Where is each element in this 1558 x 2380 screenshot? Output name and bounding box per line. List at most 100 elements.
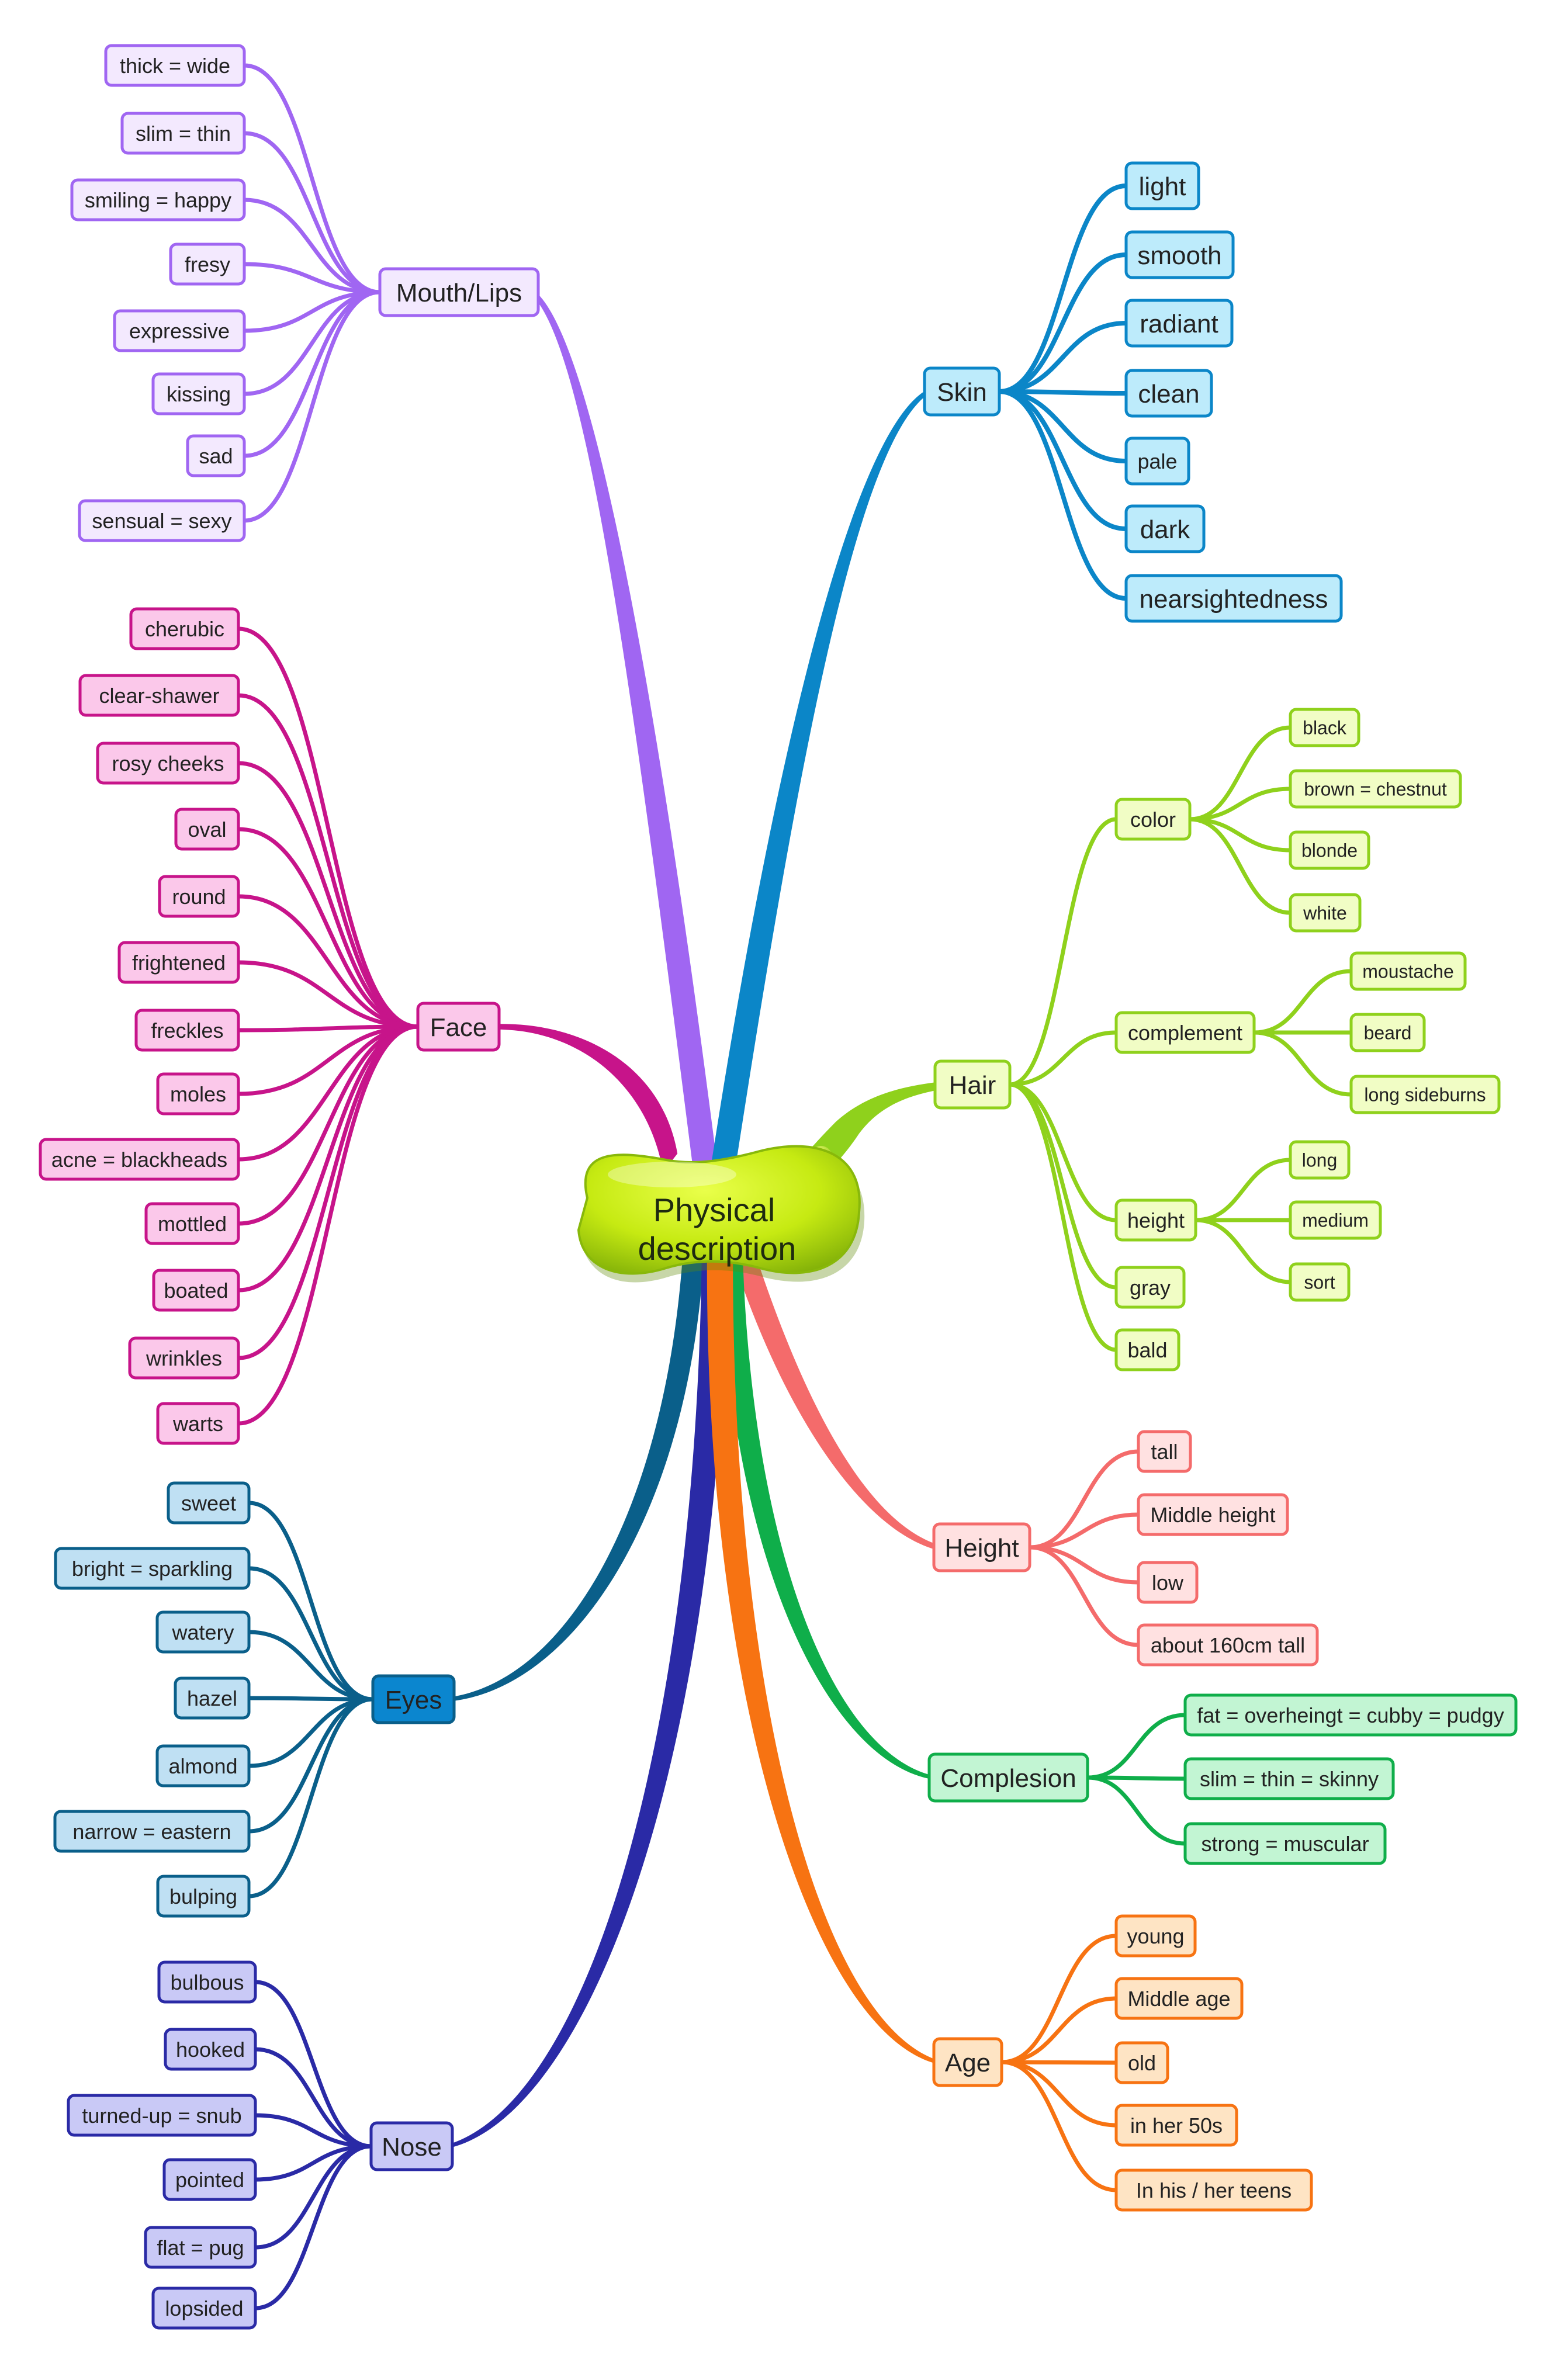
connector-mouth-3 xyxy=(242,262,382,295)
leaf-mouth-thick-wide[interactable]: thick = wide xyxy=(104,44,246,87)
leaf-age-in-his-her-teens-label: In his / her teens xyxy=(1136,2178,1292,2202)
leaf-face-rosy-cheeks[interactable]: rosy cheeks xyxy=(96,742,240,785)
branch-hair[interactable]: Hair xyxy=(933,1059,1012,1110)
leaf-height-low[interactable]: low xyxy=(1137,1561,1199,1604)
leaf-face-freckles[interactable]: freckles xyxy=(134,1009,240,1052)
branch-complesion[interactable]: Complesion xyxy=(927,1752,1089,1803)
leaf-skin-radiant[interactable]: radiant xyxy=(1124,299,1234,348)
branch-face[interactable]: Face xyxy=(416,1002,501,1052)
leaf-face-boated[interactable]: boated xyxy=(152,1269,240,1312)
connector-mouth-6 xyxy=(242,290,382,458)
leaf-height-tall[interactable]: tall xyxy=(1137,1430,1192,1473)
leaf-face-acne-blackheads[interactable]: acne = blackheads xyxy=(39,1138,240,1181)
leaf-mouth-fresy[interactable]: fresy xyxy=(169,242,246,286)
leaf-skin-dark[interactable]: dark xyxy=(1124,504,1206,553)
branch-height-label: Height xyxy=(944,1534,1019,1563)
leaf-hair-white-label: white xyxy=(1303,903,1347,924)
leaf-face-wrinkles[interactable]: wrinkles xyxy=(128,1336,240,1380)
leaf-skin-smooth[interactable]: smooth xyxy=(1124,230,1235,279)
leaf-hair-long[interactable]: long xyxy=(1289,1140,1351,1180)
branch-age[interactable]: Age xyxy=(932,2037,1003,2087)
leaf-hair-long-sideburns[interactable]: long sideburns xyxy=(1349,1075,1501,1114)
leaf-height-middle-height[interactable]: Middle height xyxy=(1137,1493,1289,1536)
leaf-face-oval[interactable]: oval xyxy=(174,808,240,851)
leaf-mouth-sensual-sexy[interactable]: sensual = sexy xyxy=(78,499,246,542)
leaf-nose-bulbous[interactable]: bulbous xyxy=(157,1960,257,2004)
leaf-face-round[interactable]: round xyxy=(158,875,240,918)
connector-height-0 xyxy=(1027,1449,1141,1550)
leaf-skin-pale[interactable]: pale xyxy=(1124,436,1190,486)
leaf-height-about-160cm-tall[interactable]: about 160cm tall xyxy=(1137,1623,1319,1667)
leaf-complesion-strong-muscular[interactable]: strong = muscular xyxy=(1183,1822,1387,1865)
leaf-mouth-expressive[interactable]: expressive xyxy=(113,309,246,352)
leaf-hair-brown-chestnut[interactable]: brown = chestnut xyxy=(1289,769,1462,809)
connector-hair-complement xyxy=(1007,1030,1119,1087)
hair-group-color[interactable]: color xyxy=(1114,798,1192,841)
leaf-complesion-fat-overheingt-cubby-pudgy[interactable]: fat = overheingt = cubby = pudgy xyxy=(1183,1693,1518,1737)
leaf-face-clear-shawer[interactable]: clear-shawer xyxy=(78,674,240,717)
main-branch-skin xyxy=(711,390,931,1172)
connector-hair-complement-2 xyxy=(1252,1030,1353,1097)
leaf-complesion-slim-thin-skinny[interactable]: slim = thin = skinny xyxy=(1183,1757,1395,1800)
branch-nose[interactable]: Nose xyxy=(369,2121,454,2171)
leaf-hair-blonde[interactable]: blonde xyxy=(1289,830,1370,870)
branch-hair-label: Hair xyxy=(949,1071,996,1100)
leaf-nose-pointed[interactable]: pointed xyxy=(162,2158,257,2201)
branch-mouth-lips[interactable]: Mouth/Lips xyxy=(378,267,540,317)
leaf-eyes-hazel[interactable]: hazel xyxy=(174,1676,251,1720)
leaf-eyes-sweet[interactable]: sweet xyxy=(167,1481,251,1525)
branch-height[interactable]: Height xyxy=(932,1522,1031,1572)
leaf-hair-bald[interactable]: bald xyxy=(1114,1328,1180,1371)
leaf-mouth-kissing[interactable]: kissing xyxy=(151,372,246,415)
center-title-line1: Physical xyxy=(653,1191,775,1228)
leaf-mouth-smiling-happy[interactable]: smiling = happy xyxy=(70,178,246,221)
leaf-hair-medium[interactable]: medium xyxy=(1289,1200,1382,1240)
hair-group-height[interactable]: height xyxy=(1114,1198,1197,1242)
leaf-face-warts[interactable]: warts xyxy=(156,1402,240,1445)
leaf-skin-smooth-label: smooth xyxy=(1137,241,1221,270)
leaf-age-middle-age[interactable]: Middle age xyxy=(1114,1977,1244,2020)
leaf-skin-light[interactable]: light xyxy=(1124,161,1200,210)
leaf-face-frightened[interactable]: frightened xyxy=(117,941,240,984)
leaf-age-old-label: old xyxy=(1128,2051,1156,2075)
leaf-face-mottled[interactable]: mottled xyxy=(144,1202,240,1245)
leaf-skin-clean[interactable]: clean xyxy=(1124,369,1213,418)
leaf-eyes-bulping[interactable]: bulping xyxy=(156,1875,251,1918)
leaf-nose-hooked[interactable]: hooked xyxy=(164,2028,257,2071)
leaf-face-cherubic[interactable]: cherubic xyxy=(129,607,240,650)
leaf-face-moles[interactable]: moles xyxy=(156,1072,240,1115)
leaf-hair-sort[interactable]: sort xyxy=(1289,1262,1351,1302)
leaf-skin-nearsightedness[interactable]: nearsightedness xyxy=(1124,574,1343,623)
connector-hair-color xyxy=(1007,817,1119,1087)
leaf-hair-moustache[interactable]: moustache xyxy=(1349,951,1467,991)
branch-eyes[interactable]: Eyes xyxy=(371,1674,456,1724)
main-branch-complesion xyxy=(721,1249,936,1779)
leaf-eyes-watery[interactable]: watery xyxy=(155,1610,251,1654)
branch-skin[interactable]: Skin xyxy=(923,366,1001,417)
leaf-eyes-narrow-eastern[interactable]: narrow = eastern xyxy=(53,1810,251,1853)
connector-hair-color-1 xyxy=(1187,787,1293,822)
leaf-hair-beard[interactable]: beard xyxy=(1349,1013,1426,1052)
connector-face-0 xyxy=(236,626,420,1029)
leaf-hair-black[interactable]: black xyxy=(1289,708,1360,747)
leaf-mouth-sad[interactable]: sad xyxy=(186,434,246,477)
connector-mouth-5 xyxy=(242,290,382,396)
leaf-hair-gray[interactable]: gray xyxy=(1114,1266,1186,1309)
leaf-mouth-slim-thin[interactable]: slim = thin xyxy=(120,112,246,155)
leaf-age-old[interactable]: old xyxy=(1114,2041,1169,2084)
leaf-age-in-his-her-teens[interactable]: In his / her teens xyxy=(1114,2168,1313,2212)
leaf-age-young[interactable]: young xyxy=(1114,1914,1197,1958)
connector-face-12 xyxy=(236,1024,420,1426)
leaf-hair-white[interactable]: white xyxy=(1289,893,1362,933)
leaf-skin-dark-label: dark xyxy=(1140,515,1191,544)
leaf-nose-flat-pug[interactable]: flat = pug xyxy=(144,2226,257,2269)
leaf-eyes-bright-sparkling[interactable]: bright = sparkling xyxy=(54,1547,251,1590)
leaf-nose-lopsided[interactable]: lopsided xyxy=(151,2287,257,2330)
leaf-nose-turned-up-snub[interactable]: turned-up = snub xyxy=(67,2094,257,2137)
hair-group-complement[interactable]: complement xyxy=(1114,1011,1256,1054)
leaf-age-in-her-50s[interactable]: in her 50s xyxy=(1114,2104,1238,2147)
connector-skin-3 xyxy=(997,389,1128,396)
leaf-eyes-almond[interactable]: almond xyxy=(155,1744,251,1787)
branch-age-label: Age xyxy=(945,2049,991,2077)
connector-face-7 xyxy=(236,1024,420,1096)
